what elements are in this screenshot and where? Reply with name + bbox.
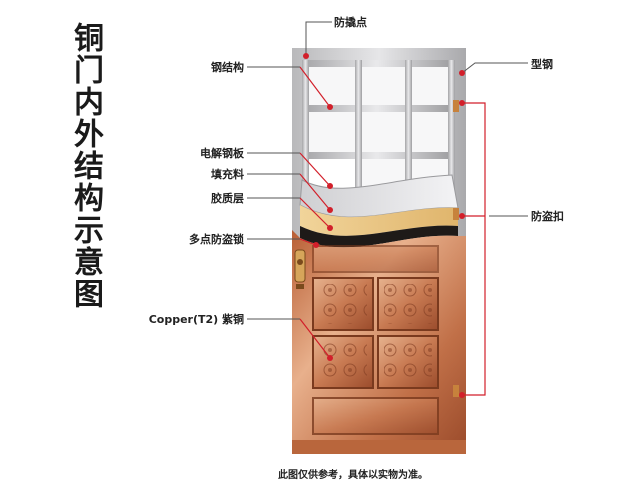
copper-bottom-rail (292, 440, 466, 454)
label-copper-t2: Copper(T2) 紫铜 (148, 313, 244, 326)
label-multi-point-lock: 多点防盗锁 (189, 233, 244, 246)
anti-theft-buttons (453, 100, 459, 397)
diagram-title: 铜门内外结构示意图 (68, 22, 103, 310)
label-steel-structure: 钢结构 (211, 61, 244, 74)
marker-dots (303, 53, 465, 398)
accent-lines (299, 66, 486, 396)
filling-layer (300, 205, 458, 236)
label-adhesive-layer: 胶质层 (211, 192, 244, 205)
leader-lines (247, 21, 528, 320)
label-section-steel: 型钢 (531, 58, 553, 71)
label-electrolytic-steel: 电解钢板 (200, 147, 244, 160)
label-filling: 填充料 (211, 168, 244, 181)
label-anti-theft-button: 防盗扣 (531, 210, 564, 223)
copper-ornament-panels (312, 245, 439, 435)
label-anti-pry: 防撬点 (334, 16, 367, 29)
grid-cells (309, 67, 448, 189)
door-handle-lock (294, 249, 306, 289)
footnote: 此图仅供参考，具体以实物为准。 (278, 470, 428, 481)
steel-grid (302, 60, 455, 210)
adhesive-layer (300, 225, 458, 248)
